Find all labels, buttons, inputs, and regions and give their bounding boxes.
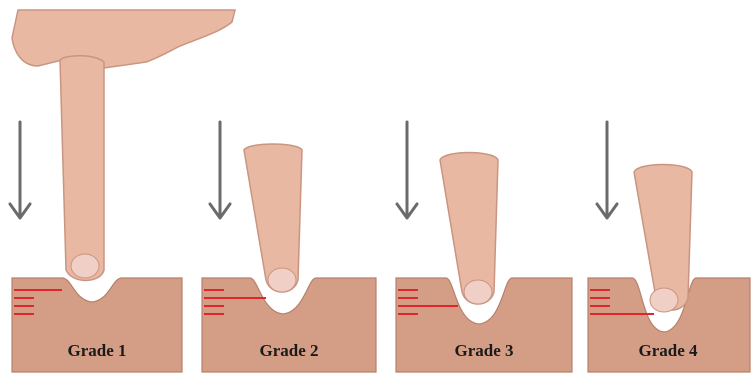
fingernail — [464, 280, 492, 304]
panel-grade-2: Grade 2 — [202, 122, 376, 372]
down-arrow-icon — [397, 122, 417, 218]
down-arrow-icon — [10, 122, 30, 218]
panel-grade-3: Grade 3 — [396, 122, 572, 372]
fingernail — [268, 268, 296, 292]
grade-label: Grade 2 — [259, 341, 318, 360]
grade-label: Grade 3 — [454, 341, 513, 360]
fingernail — [71, 254, 99, 278]
fingernail — [650, 288, 678, 312]
grade-label: Grade 4 — [638, 341, 698, 360]
down-arrow-icon — [210, 122, 230, 218]
panel-grade-1: Grade 1 — [10, 10, 235, 372]
pressing-finger-icon — [60, 56, 104, 281]
panel-grade-4: Grade 4 — [588, 122, 750, 372]
grade-label: Grade 1 — [67, 341, 126, 360]
down-arrow-icon — [597, 122, 617, 218]
hand-icon — [12, 10, 235, 68]
pressing-finger-icon — [244, 144, 302, 292]
